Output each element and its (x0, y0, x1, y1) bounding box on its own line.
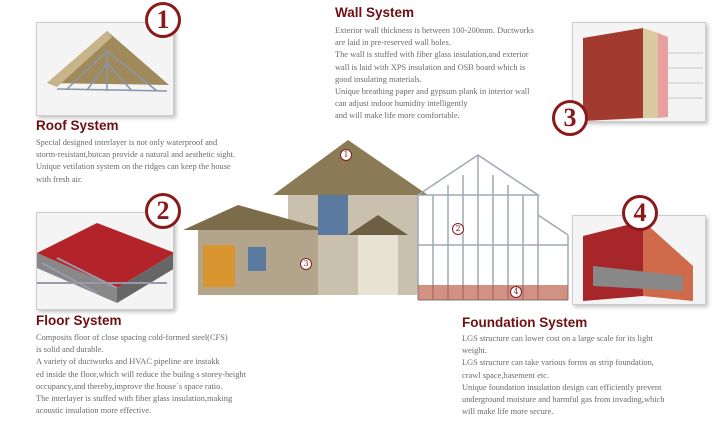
wall-marker: 3 (300, 258, 312, 270)
wall-line: The wall is stuffed with fiber glass ins… (335, 50, 529, 60)
foundation-number-badge: 4 (622, 195, 658, 231)
wall-line: Unique breathing paper and gypsum plank … (335, 87, 530, 97)
house-illustration: 1 2 3 4 (178, 135, 573, 305)
floor-line: acoustic insulation more effective. (36, 406, 152, 416)
wall-illustration (572, 22, 706, 122)
foundation-line: weight. (462, 346, 487, 356)
wall-line: can adjust indoor humidity intelligently (335, 99, 468, 109)
foundation-line: Unique foundation insulation design can … (462, 382, 662, 392)
roof-description: Special designed interlayer is not only … (36, 137, 235, 186)
floor-line: ed inside the floor,which will reduce th… (36, 369, 246, 379)
floor-line: occupancy,and thereby,improve the house`… (36, 381, 223, 391)
roof-title: Roof System (36, 118, 119, 133)
roof-marker: 1 (340, 149, 352, 161)
foundation-line: crawl space,basement etc. (462, 370, 549, 380)
foundation-line: LGS structure can take various forms as … (462, 358, 654, 368)
foundation-description: LGS structure can lower cost on a large … (462, 333, 664, 418)
floor-line: A variety of ductworks and HVAC pipeline… (36, 357, 220, 367)
floor-description: Composits floor of close spacing cold-fo… (36, 332, 246, 417)
wall-line: Exterior wall thickness is between 100-2… (335, 26, 534, 35)
floor-line: The interlayer is stuffed with fiber gla… (36, 394, 233, 404)
wall-title: Wall System (335, 5, 415, 20)
floor-number-badge: 2 (145, 193, 181, 229)
wall-line: and will make life more comfortable. (335, 111, 460, 121)
wall-line: wall is laid with XPS insulation and OSB… (335, 62, 526, 72)
floor-line: Composits floor of close spacing cold-fo… (36, 333, 228, 342)
roof-line: Unique vetilation system on the ridges c… (36, 162, 231, 172)
roof-line: storm-resistant,butcan provide a natural… (36, 150, 236, 160)
wall-line: good insulating materials. (335, 74, 422, 84)
wall-number-badge: 3 (552, 100, 588, 136)
foundation-title: Foundation System (462, 315, 588, 330)
roof-line: Special designed interlayer is not only … (36, 138, 218, 147)
foundation-marker: 4 (510, 286, 522, 298)
roof-illustration (36, 22, 174, 116)
roof-number-badge: 1 (145, 2, 181, 38)
roof-line: with fresh air. (36, 174, 83, 184)
wall-description: Exterior wall thickness is between 100-2… (335, 25, 534, 123)
floor-title: Floor System (36, 313, 122, 328)
foundation-line: LGS structure can lower cost on a large … (462, 334, 653, 343)
floor-illustration (36, 212, 174, 310)
floor-line: is solid and durable. (36, 345, 104, 355)
foundation-line: underground moisture and harmful gas fro… (462, 395, 665, 405)
foundation-line: will make life more secure. (462, 407, 554, 417)
wall-line: are laid in pre-reserved wall holes. (335, 38, 451, 48)
floor-marker: 2 (452, 223, 464, 235)
